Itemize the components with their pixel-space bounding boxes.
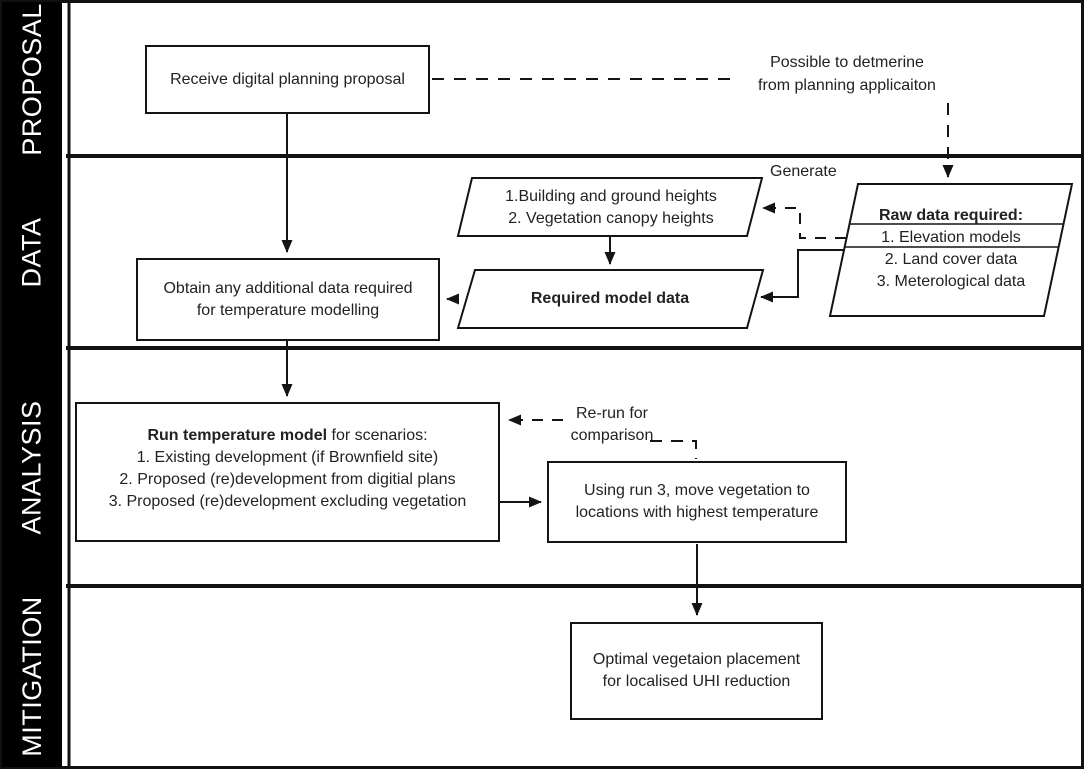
lane-label-mitigation-text: MITIGATION [16,596,47,757]
using-run3-line1: Using run 3, move vegetation to [584,482,810,499]
run-model-title-rest: for scenarios: [327,427,428,444]
lane-label-proposal: PROPOSAL [2,2,62,156]
required-model-parallelogram [456,269,765,329]
optimal-placement-line1: Optimal vegetaion placement [592,651,801,668]
lane-label-proposal-text: PROPOSAL [16,2,47,156]
arrow-raw-to-required [760,249,845,303]
rerun-label-line1: Re-run for [575,405,649,422]
possible-note-line1: Possible to detmerine [770,54,924,71]
lane-label-mitigation: MITIGATION [2,586,62,767]
generate-label: Generate [770,161,837,183]
optimal-placement-box: Optimal vegetaion placement for localise… [570,622,823,720]
run-model-item: 1. Existing development (if Brownfield s… [136,449,439,466]
run-model-title-bold: Run temperature model [147,427,328,444]
run-model-item: 2. Proposed (re)development from digitia… [119,471,456,488]
obtain-data-box: Obtain any additional data required for … [136,258,440,341]
lane-label-data: DATA [2,156,62,348]
run-model-title: Run temperature model for scenarios: [77,425,498,447]
run-model-box: Run temperature model for scenarios: 1. … [75,402,500,542]
dashed-rerun-elbow [650,440,697,459]
generate-label-text: Generate [770,163,837,180]
rerun-label: Re-run for comparison [552,403,672,447]
lane-label-analysis: ANALYSIS [2,348,62,586]
possible-note: Possible to detmerine from planning appl… [731,52,963,97]
run-model-item: 3. Proposed (re)development excluding ve… [108,493,467,510]
obtain-data-line1: Obtain any additional data required [163,279,413,297]
using-run3-line2: locations with highest temperature [575,504,819,521]
rerun-label-line2: comparison [570,427,654,444]
receive-proposal-box: Receive digital planning proposal [145,45,430,114]
possible-note-line2: from planning applicaiton [758,76,936,94]
lane-sidebar [2,2,62,767]
heights-parallelogram [456,177,764,237]
lane-label-analysis-text: ANALYSIS [16,399,47,535]
receive-proposal-text: Receive digital planning proposal [170,70,405,88]
obtain-data-line2: for temperature modelling [196,301,380,319]
optimal-placement-line2: for localised UHI reduction [602,673,791,690]
raw-data-parallelogram [828,183,1074,317]
dashed-arrow-raw-to-heights [762,202,846,239]
using-run3-box: Using run 3, move vegetation to location… [547,461,847,543]
lane-label-data-text: DATA [16,216,47,288]
